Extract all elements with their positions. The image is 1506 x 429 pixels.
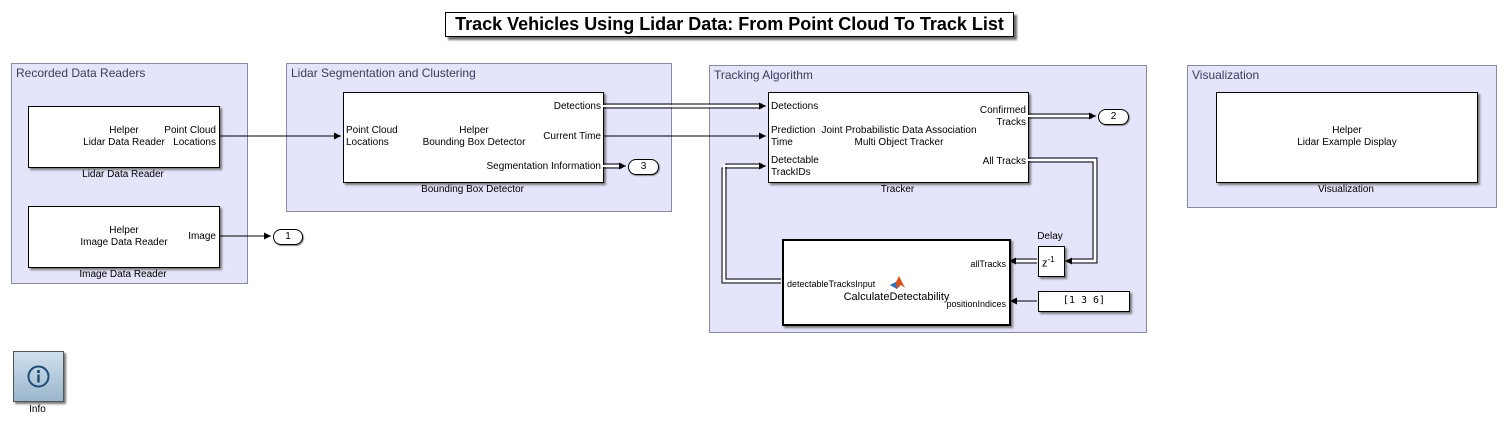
image-data-reader-block[interactable]: Helper Image Data Reader Image <box>28 206 220 268</box>
calc-port-tracks-label: allTracks <box>970 259 1006 269</box>
bounding-box-detector-block[interactable]: Point Cloud Locations Helper Bounding Bo… <box>343 92 604 183</box>
area-label-visualization: Visualization <box>1192 68 1260 82</box>
info-caption: Info <box>29 404 46 415</box>
tracker-port-confirmed-label: Confirmed Tracks <box>979 105 1026 128</box>
lidar-reader-port-out-label: Point Cloud Locations <box>164 125 216 148</box>
info-button[interactable] <box>13 351 64 402</box>
area-label-segmentation: Lidar Segmentation and Clustering <box>291 66 476 80</box>
delay-symbol: z-1 <box>1042 255 1055 270</box>
image-reader-name: Helper Image Data Reader <box>80 225 168 248</box>
wire-all-tracks-bus[interactable] <box>1028 157 1098 265</box>
model-title: Track Vehicles Using Lidar Data: From Po… <box>445 12 1014 37</box>
calc-port-out-label: detectableTracksInput <box>787 279 876 289</box>
image-reader-port-out-label: Image <box>188 231 216 242</box>
tracker-name: Joint Probabilistic Data Association Mul… <box>821 125 977 148</box>
tracker-port-prediction-label: Prediction Time <box>771 125 816 148</box>
tracker-port-detections-label: Detections <box>771 101 819 112</box>
lidar-data-reader-caption: Lidar Data Reader <box>82 169 164 180</box>
outport-confirmed-tracks[interactable]: 2 <box>1098 109 1129 125</box>
bounding-box-detector-caption: Bounding Box Detector <box>421 184 524 195</box>
bbox-port-detections-label: Detections <box>553 101 601 112</box>
calc-function-name: CalculateDetectability <box>843 291 950 303</box>
wire-delay-to-calc[interactable] <box>1009 257 1037 265</box>
tracker-port-detectable-label: Detectable TrackIDs <box>771 155 819 178</box>
visualization-caption: Visualization <box>1318 184 1374 195</box>
calculate-detectability-block[interactable]: detectableTracksInput allTracks position… <box>782 239 1011 326</box>
info-icon <box>27 365 50 388</box>
outport-segmentation[interactable]: 3 <box>628 159 659 175</box>
image-data-reader-caption: Image Data Reader <box>79 269 167 280</box>
lidar-data-reader-block[interactable]: Helper Lidar Data Reader Point Cloud Loc… <box>28 106 220 168</box>
wire-detections-bus[interactable] <box>603 102 766 110</box>
area-label-tracking: Tracking Algorithm <box>714 68 813 82</box>
wire-confirmed-bus[interactable] <box>1028 112 1096 120</box>
tracker-port-all-label: All Tracks <box>982 156 1026 167</box>
outport-image[interactable]: 1 <box>273 229 303 245</box>
bbox-port-seg-label: Segmentation Information <box>486 161 601 172</box>
bbox-detector-name: Helper Bounding Box Detector <box>422 125 526 148</box>
visualization-block[interactable]: Helper Lidar Example Display <box>1216 92 1478 183</box>
delay-caption: Delay <box>1037 231 1063 242</box>
tracker-caption: Tracker <box>880 184 915 195</box>
calc-port-pos-label: positionIndices <box>946 299 1006 309</box>
bbox-port-time-label: Current Time <box>543 131 601 142</box>
matlab-logo-icon <box>890 276 905 289</box>
delay-block[interactable]: z-1 <box>1038 246 1065 277</box>
bbox-port-in-label: Point Cloud Locations <box>346 125 398 148</box>
wire-segmentation-bus[interactable] <box>603 162 626 170</box>
lidar-reader-name: Helper Lidar Data Reader <box>83 125 165 148</box>
wire-detectable-feedback[interactable] <box>721 162 781 284</box>
area-label-recorded: Recorded Data Readers <box>16 66 146 80</box>
visualization-name: Helper Lidar Example Display <box>1297 125 1397 148</box>
tracker-block[interactable]: Detections Prediction Time Detectable Tr… <box>768 92 1029 183</box>
position-indices-constant[interactable]: [1 3 6] <box>1038 291 1130 312</box>
